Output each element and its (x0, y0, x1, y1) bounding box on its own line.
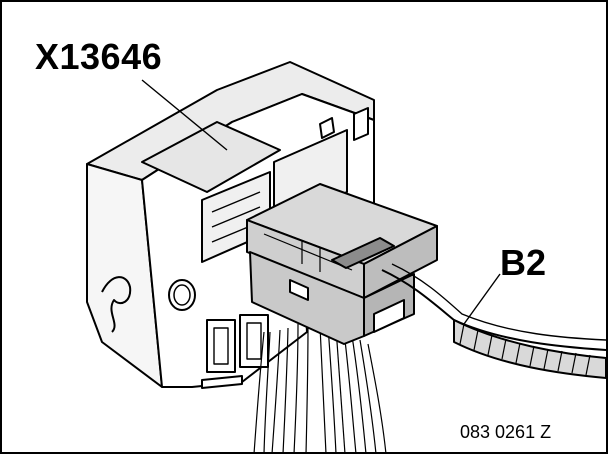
callout-cable-label: B2 (500, 242, 547, 283)
leader-b2 (463, 273, 501, 325)
plug-connector (246, 183, 438, 345)
wire-bundle-lower (253, 323, 387, 452)
callout-connector-label: X13646 (35, 36, 163, 77)
leader-x13646 (141, 79, 228, 151)
figure-code: 083 0261 Z (460, 422, 552, 442)
cable-b2 (381, 263, 606, 379)
leader-lines (141, 79, 501, 325)
